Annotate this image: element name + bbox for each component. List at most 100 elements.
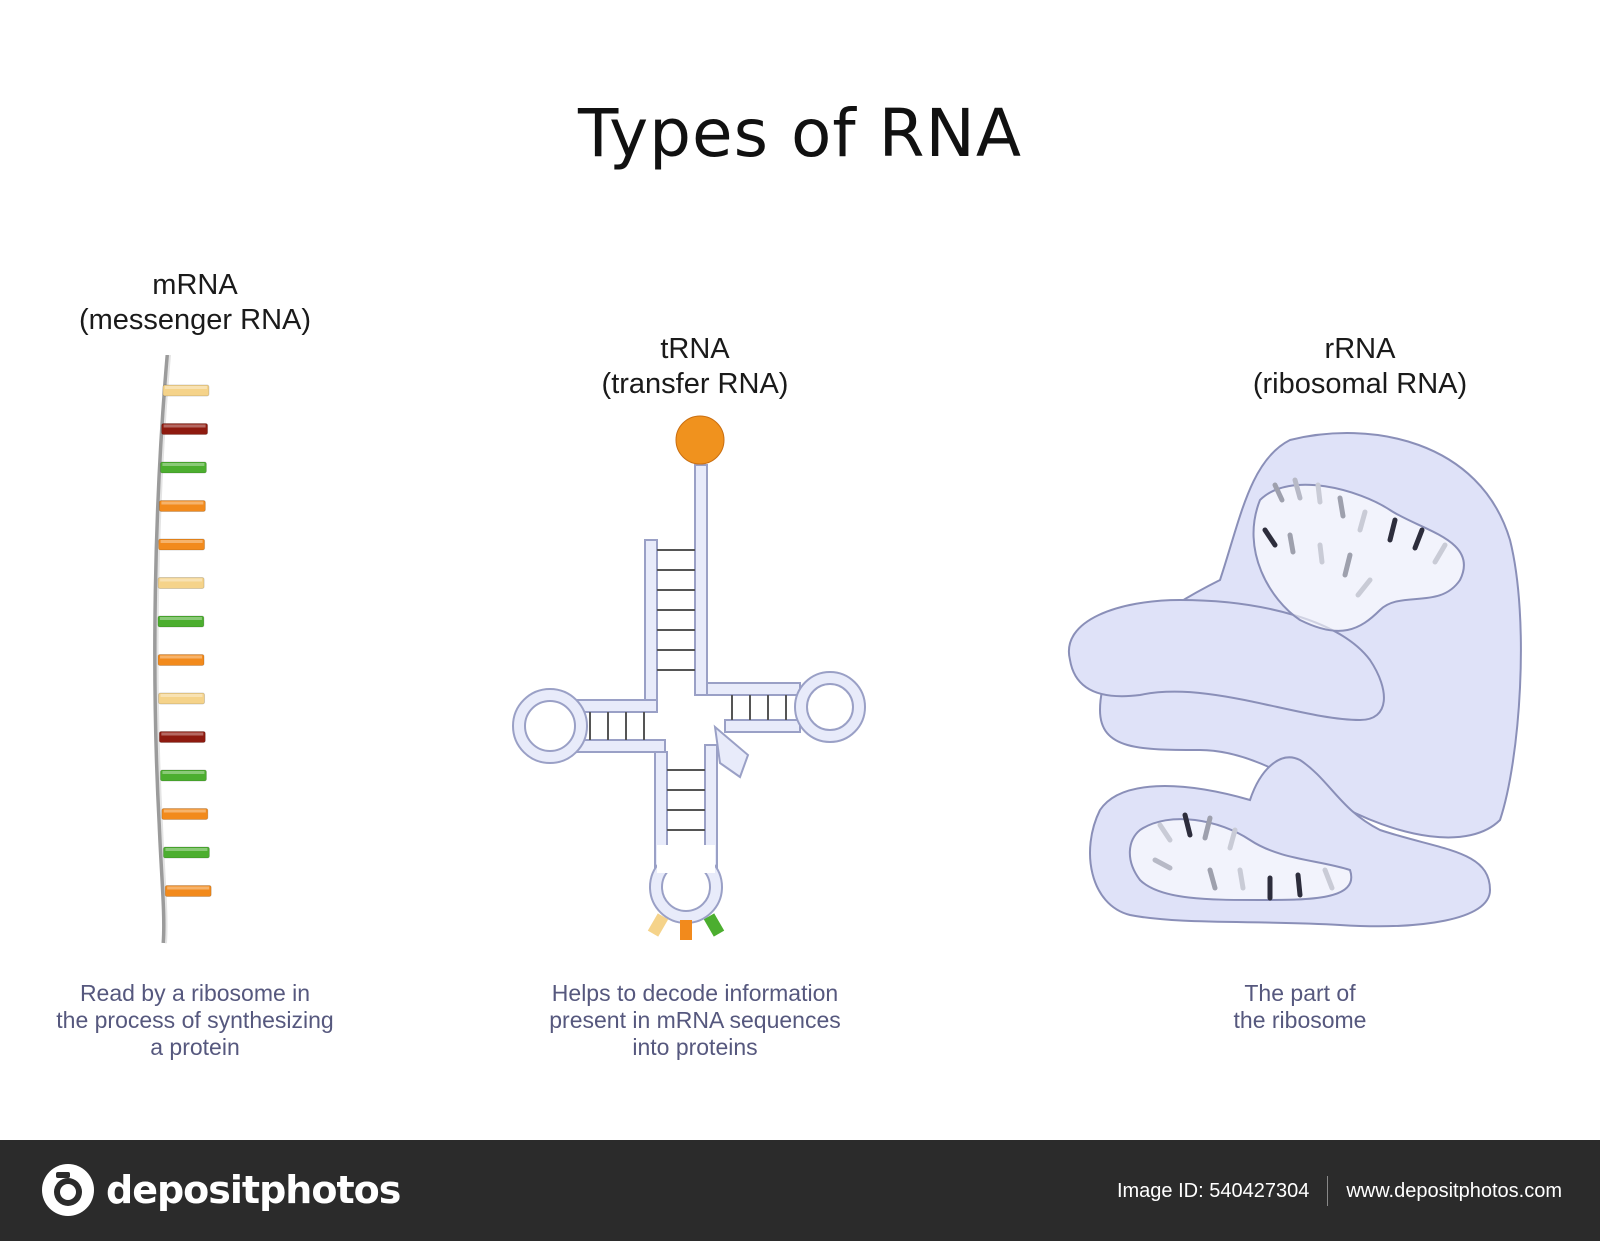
rrna-base-mark [1237, 867, 1246, 891]
rrna-base-mark [1152, 857, 1173, 871]
rrna-base-mark [1272, 482, 1285, 503]
mrna-base [158, 500, 206, 512]
rrna-large-inner-loop [1252, 483, 1465, 632]
mrna-label: mRNA (messenger RNA) [60, 268, 330, 338]
rrna-ribosome-diagram [1067, 432, 1522, 928]
trna-anticodon-gap [657, 845, 715, 873]
mrna-base [161, 423, 209, 435]
mrna-base-highlight [164, 386, 207, 389]
mrna-base [161, 808, 209, 820]
rrna-label: rRNA (ribosomal RNA) [1220, 332, 1500, 402]
rrna-base-mark [1315, 482, 1323, 505]
mrna-base-highlight [167, 886, 210, 890]
rrna-base-mark [1322, 867, 1335, 891]
mrna-base [157, 654, 205, 666]
mrna-desc-line-1: Read by a ribosome in [79, 980, 311, 1006]
mrna-base [164, 885, 212, 897]
mrna-base [159, 461, 207, 474]
camera-icon [42, 1164, 94, 1216]
mrna-description: Read by a ribosome in the process of syn… [40, 980, 350, 1061]
mrna-strand-diagram [153, 355, 212, 944]
mrna-base-highlight [162, 463, 205, 466]
mrna-base [158, 692, 206, 705]
mrna-base-highlight [160, 540, 203, 543]
mrna-base-highlight [161, 501, 204, 505]
trna-variable-loop [713, 724, 750, 779]
rrna-base-mark [1357, 509, 1368, 533]
mrna-base [159, 769, 207, 782]
rrna-base-mark [1207, 867, 1218, 891]
mrna-bases [157, 384, 212, 897]
rrna-name: rRNA [1324, 333, 1396, 365]
mrna-base-highlight [161, 732, 204, 736]
rrna-base-mark [1355, 577, 1373, 598]
mrna-base [158, 538, 206, 551]
rrna-description: The part of the ribosome [1160, 980, 1440, 1034]
rrna-base-mark [1262, 527, 1278, 548]
rrna-small-inner-loop [1128, 818, 1353, 901]
mrna-base [162, 384, 210, 397]
trna-acceptor-strand-5 [644, 539, 658, 701]
rrna-base-mark [1317, 542, 1325, 565]
rrna-base-mark [1157, 822, 1173, 843]
rrna-tunnel-arm [1067, 598, 1385, 722]
trna-t-arm-top [706, 682, 801, 696]
trna-fullname: (transfer RNA) [601, 368, 789, 400]
trna-desc-line-3: into proteins [632, 1034, 758, 1060]
mrna-base [158, 731, 206, 743]
mrna-base [157, 615, 205, 628]
diagram-canvas: Types of RNA mRNA (messenger RNA) Read b… [40, 95, 1522, 1061]
mrna-base-highlight [162, 771, 205, 774]
trna-desc-line-2: present in mRNA sequences [549, 1007, 841, 1033]
trna-anticodon-base-3 [703, 913, 725, 937]
rrna-base-mark [1337, 495, 1346, 519]
site-link[interactable]: www.depositphotos.com [1346, 1179, 1562, 1202]
rrna-base-mark [1182, 812, 1193, 838]
rrna-desc-line-2: the ribosome [1233, 1007, 1367, 1033]
rrna-fullname: (ribosomal RNA) [1252, 368, 1468, 400]
trna-anticodon-base-1 [647, 913, 669, 937]
trna-anticodon-base-2 [680, 920, 692, 940]
rrna-base-mark [1287, 532, 1296, 555]
rrna-base-mark [1342, 552, 1353, 578]
rrna-base-mark [1387, 517, 1398, 543]
trna-base-pair-rungs [589, 549, 787, 831]
trna-cloverleaf-diagram [512, 415, 866, 940]
rrna-base-mark [1295, 872, 1303, 898]
rrna-desc-line-1: The part of [1244, 980, 1356, 1006]
trna-acceptor-strand-3 [694, 464, 708, 696]
mrna-desc-line-2: the process of synthesizing [56, 1007, 334, 1033]
brand-logo[interactable]: depositphotos [40, 1162, 401, 1218]
mrna-name: mRNA [152, 269, 238, 301]
footer-divider [1327, 1176, 1329, 1206]
rrna-base-mark [1412, 527, 1425, 551]
trna-label: tRNA (transfer RNA) [560, 332, 830, 402]
mrna-base [162, 846, 210, 859]
trna-description: Helps to decode information present in m… [530, 980, 860, 1061]
mrna-fullname: (messenger RNA) [78, 304, 312, 336]
mrna-desc-line-3: a protein [150, 1034, 240, 1060]
mrna-base-highlight [159, 617, 202, 620]
mrna-base [157, 577, 205, 589]
mrna-base-highlight [160, 694, 203, 697]
trna-t-arm-bottom [724, 719, 801, 733]
mrna-base-highlight [160, 655, 203, 659]
page-title: Types of RNA [578, 95, 1022, 172]
trna-t-loop-inner [806, 683, 854, 731]
rrna-base-mark [1292, 477, 1303, 501]
rrna-base-mark [1432, 542, 1448, 565]
image-id: Image ID: 540427304 [1116, 1179, 1310, 1202]
footer-meta: Image ID: 540427304 www.depositphotos.co… [1117, 1176, 1562, 1206]
footer-bar: depositphotos Image ID: 540427304 www.de… [0, 1140, 1600, 1241]
trna-name: tRNA [660, 333, 730, 365]
brand-name: depositphotos [106, 1168, 401, 1212]
mrna-base-highlight [163, 809, 206, 813]
trna-amino-acid [675, 415, 725, 465]
rrna-base-mark [1227, 827, 1238, 851]
mrna-base-highlight [160, 578, 203, 582]
rrna-strand-marks [1152, 477, 1448, 901]
trna-d-loop-inner [524, 700, 576, 752]
mrna-base-highlight [165, 848, 208, 851]
rrna-base-mark [1202, 815, 1213, 841]
mrna-base-highlight [163, 424, 206, 428]
